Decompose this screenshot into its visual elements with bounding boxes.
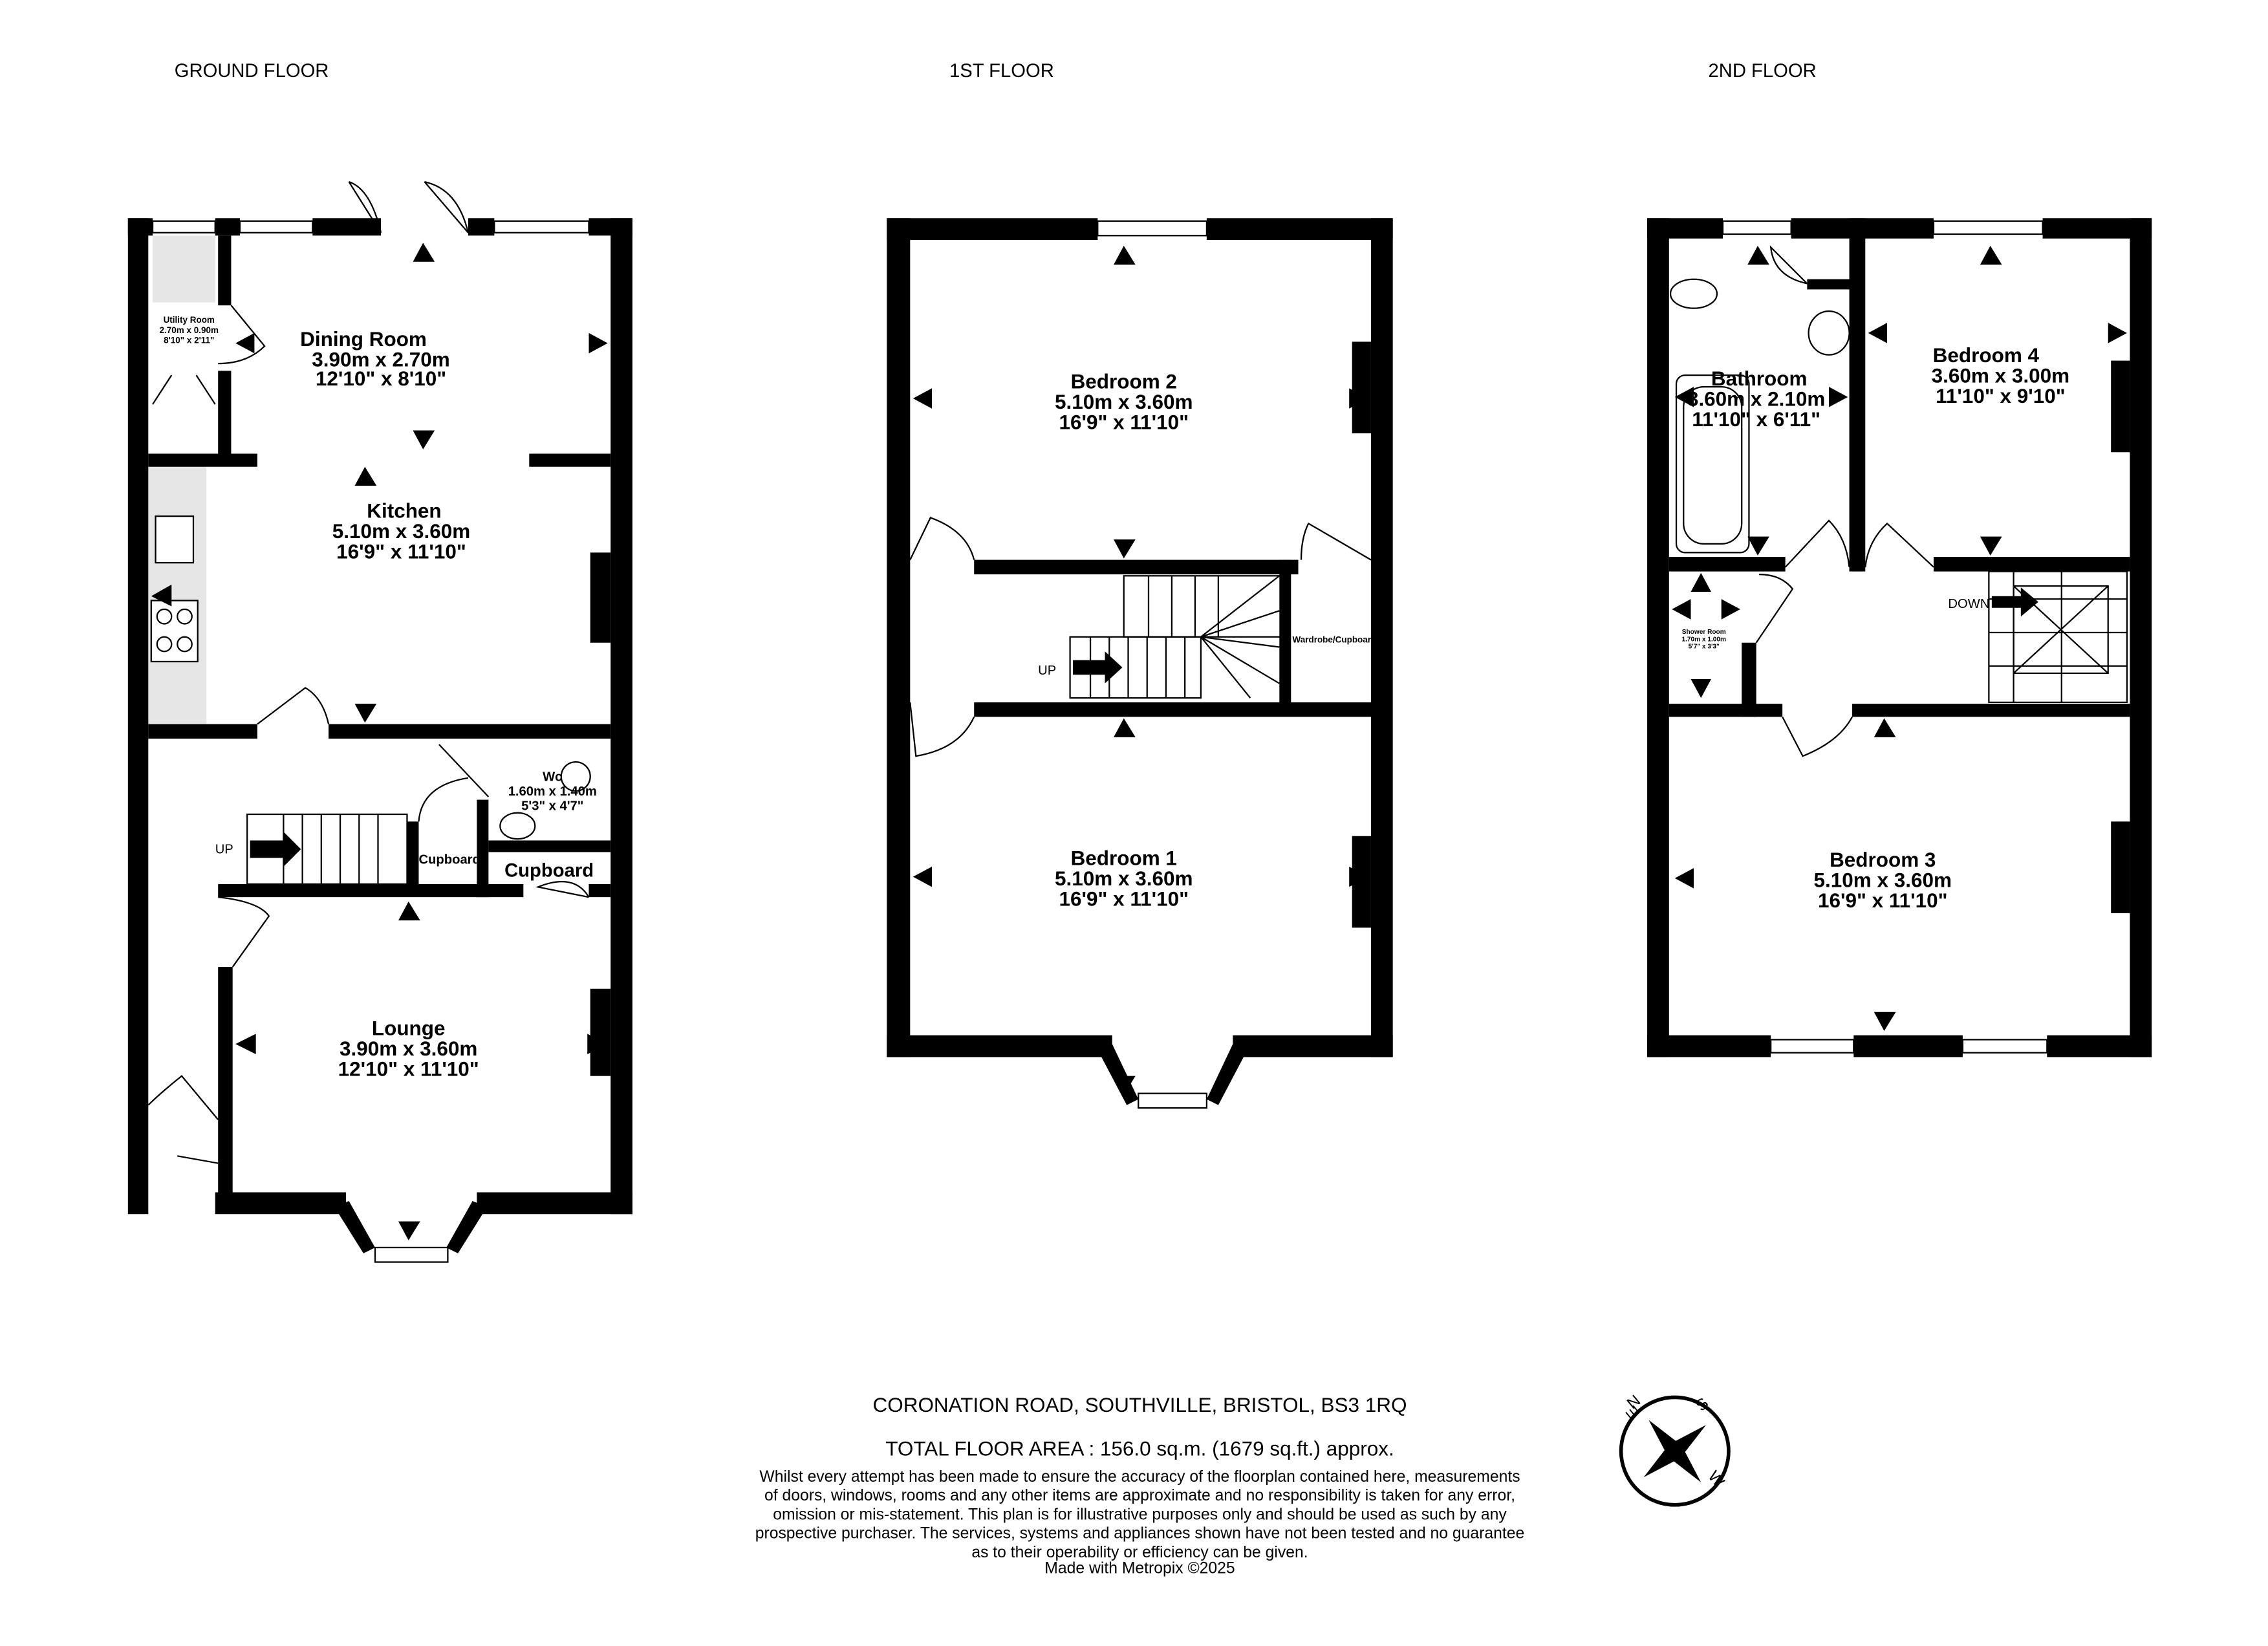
ground-floor-title: GROUND FLOOR — [175, 61, 329, 81]
room-metric: 3.60m x 3.00m — [1932, 364, 2069, 387]
disclaimer-line: as to their operability or efficiency ca… — [971, 1544, 1308, 1561]
room-name: Bedroom 2 — [1071, 370, 1177, 393]
second-floor-plan — [1647, 218, 2152, 1057]
room-imperial: 12'10" x 8'10" — [316, 367, 446, 390]
room-imperial: 16'9" x 11'10" — [1818, 889, 1948, 912]
room-imperial: 12'10" x 11'10" — [338, 1058, 479, 1081]
room-name: Dining Room — [300, 328, 427, 351]
room-metric: 5.10m x 3.60m — [332, 520, 470, 543]
room-imperial: 11'10" x 9'10" — [1936, 385, 2066, 407]
credit: Made with Metropix ©2025 — [1044, 1560, 1235, 1577]
room-name: Lounge — [372, 1017, 446, 1040]
disclaimer-line: omission or mis-statement. This plan is … — [773, 1506, 1507, 1523]
room-metric: 3.60m x 2.10m — [1687, 387, 1825, 410]
room-metric: 1.60m x 1.40m — [508, 785, 597, 799]
room-metric: 5.10m x 3.60m — [1814, 869, 1952, 891]
room-metric: 5.10m x 3.60m — [1055, 391, 1193, 413]
room-imperial: 11'10" x 6'11" — [1692, 408, 1820, 431]
compass-icon: N E S W — [1619, 1391, 1731, 1507]
first-floor-title: 1ST FLOOR — [949, 61, 1054, 81]
disclaimer-line: of doors, windows, rooms and any other i… — [764, 1487, 1515, 1504]
property-address: CORONATION ROAD, SOUTHVILLE, BRISTOL, BS… — [873, 1394, 1407, 1416]
stairs-up-label: UP — [215, 843, 233, 857]
room-imperial: 16'9" x 11'10" — [1059, 888, 1189, 911]
second-stairs — [1988, 570, 2128, 704]
first-stairs — [1069, 575, 1282, 699]
room-metric: 3.90m x 3.60m — [340, 1037, 477, 1060]
room-name: Bedroom 4 — [1933, 344, 2040, 367]
disclaimer-line: Whilst every attempt has been made to en… — [759, 1468, 1520, 1486]
room-imperial: 8'10" x 2'11" — [164, 336, 214, 345]
room-name: Wc — [543, 770, 562, 784]
cupboard-label: Cupboard — [504, 861, 594, 882]
room-imperial: 5'7" x 3'3" — [1689, 644, 1720, 651]
room-imperial: 16'9" x 11'10" — [336, 540, 466, 563]
disclaimer-line: prospective purchaser. The services, sys… — [755, 1525, 1525, 1543]
room-imperial: 5'3" x 4'7" — [521, 799, 583, 813]
room-metric: 5.10m x 3.60m — [1055, 867, 1193, 890]
cupboard-label: Cupboard — [418, 852, 480, 867]
room-metric: 1.70m x 1.00m — [1681, 636, 1726, 643]
room-metric: 3.90m x 2.70m — [312, 349, 449, 371]
ground-floor-plan — [127, 180, 632, 1263]
second-floor-title: 2ND FLOOR — [1708, 61, 1816, 81]
ground-stairs — [246, 813, 408, 885]
room-name: Utility Room — [164, 315, 215, 325]
room-name: Kitchen — [367, 499, 441, 522]
wardrobe-label: Wardrobe/Cupboard — [1293, 635, 1377, 645]
room-name: Bedroom 3 — [1830, 849, 1936, 871]
room-name: Shower Room — [1682, 629, 1726, 636]
first-floor-plan — [887, 218, 1393, 1109]
room-name: Bathroom — [1711, 367, 1808, 390]
total-floor-area: TOTAL FLOOR AREA : 156.0 sq.m. (1679 sq.… — [885, 1437, 1394, 1460]
room-imperial: 16'9" x 11'10" — [1059, 411, 1189, 433]
direction-arrows — [1672, 246, 2127, 1031]
stairs-down-label: DOWN — [1948, 597, 1989, 611]
stairs-up-label: UP — [1038, 664, 1056, 678]
room-metric: 2.70m x 0.90m — [160, 325, 219, 335]
room-name: Bedroom 1 — [1071, 847, 1177, 870]
